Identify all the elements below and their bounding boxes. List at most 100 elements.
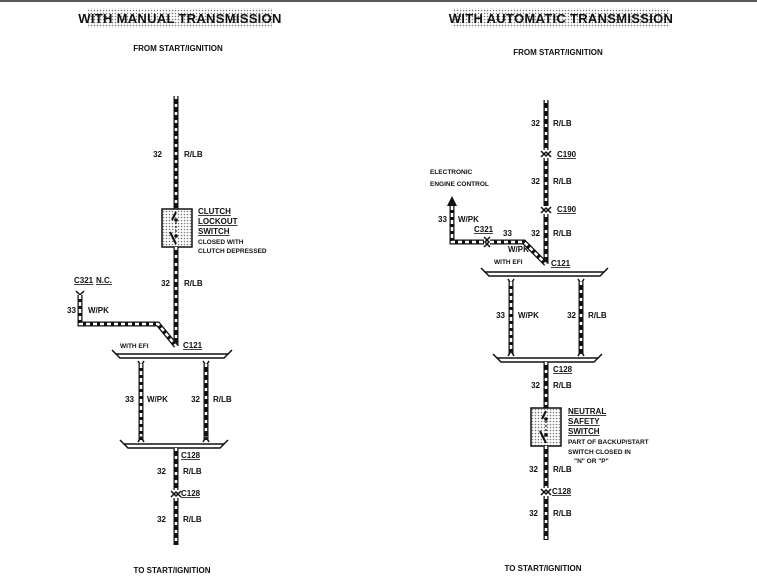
manual-left-loop-arrow-bottom xyxy=(137,435,145,443)
neutral-switch-contact-top xyxy=(541,410,547,420)
neutral-switch-label-1: NEUTRAL xyxy=(568,407,606,416)
neutral-switch-note-3: "N" OR "P" xyxy=(574,458,609,465)
auto-c121-label: C121 xyxy=(551,259,571,268)
manual-right-loop-gauge: 32 xyxy=(191,395,200,404)
clutch-lockout-switch xyxy=(161,208,193,248)
auto-wire-2-color: R/LB xyxy=(553,177,572,186)
auto-c190b-label: C190 xyxy=(557,205,577,214)
auto-wpk-side-color: W/PK xyxy=(458,215,479,224)
neutral-switch-pivot-top xyxy=(544,417,548,421)
auto-wpk-diag-color: W/PK xyxy=(508,245,529,254)
manual-right-loop-arrow-bottom xyxy=(202,435,210,443)
auto-left-loop-gauge: 33 xyxy=(496,311,505,320)
manual-wpk-color: W/PK xyxy=(88,306,109,315)
manual-with-efi: WITH EFI xyxy=(120,343,149,350)
auto-c128a-label: C128 xyxy=(553,365,573,374)
clutch-switch-label-3: SWITCH xyxy=(198,227,230,236)
manual-left-loop-color: W/PK xyxy=(147,395,168,404)
eec-label-1: ELECTRONIC xyxy=(430,169,473,176)
automatic-transmission-circuit: WITH AUTOMATIC TRANSMISSION FROM START/I… xyxy=(430,8,673,573)
auto-left-loop-arrow-bottom xyxy=(507,349,515,357)
clutch-switch-contact-top xyxy=(171,211,177,221)
manual-c121-connector xyxy=(111,349,233,355)
manual-wire-low2-color: R/LB xyxy=(183,515,202,524)
neutral-switch-label-2: SAFETY xyxy=(568,417,600,426)
auto-right-loop-gauge: 32 xyxy=(567,311,576,320)
manual-wire-top-gauge: 32 xyxy=(153,150,162,159)
auto-wire-2-gauge: 32 xyxy=(531,177,540,186)
manual-wire-low1-gauge: 32 xyxy=(157,467,166,476)
auto-wire-6-color: R/LB xyxy=(553,509,572,518)
manual-wire-low1-color: R/LB xyxy=(183,467,202,476)
manual-c121-label: C121 xyxy=(183,341,203,350)
auto-c128b-label: C128 xyxy=(552,487,572,496)
clutch-switch-note-1: CLOSED WITH xyxy=(198,239,244,246)
manual-wire-mid-color: R/LB xyxy=(184,279,203,288)
manual-wire-mid-gauge: 32 xyxy=(161,279,170,288)
neutral-switch-contact-bottom xyxy=(539,430,547,444)
clutch-switch-contact-bottom xyxy=(169,231,177,245)
clutch-switch-pivot-top xyxy=(174,218,178,222)
clutch-switch-label-1: CLUTCH xyxy=(198,207,231,216)
auto-c190b-connector xyxy=(540,206,552,214)
automatic-to-label: TO START/IGNITION xyxy=(504,564,581,573)
manual-left-loop-gauge: 33 xyxy=(125,395,134,404)
manual-transmission-circuit: WITH MANUAL TRANSMISSION FROM START/IGNI… xyxy=(67,8,281,575)
auto-wpk-side-stripe xyxy=(450,206,484,244)
auto-right-loop-color: R/LB xyxy=(588,311,607,320)
clutch-switch-pivot-bottom xyxy=(174,234,178,238)
auto-left-loop-color: W/PK xyxy=(518,311,539,320)
manual-right-loop-color: R/LB xyxy=(213,395,232,404)
neutral-switch-pivot-bottom xyxy=(544,433,548,437)
neutral-switch-label-3: SWITCH xyxy=(568,427,600,436)
auto-wire-4-color: R/LB xyxy=(553,381,572,390)
auto-wpk-diag-gauge: 33 xyxy=(503,229,512,238)
auto-c190a-connector xyxy=(540,150,552,158)
automatic-from-label: FROM START/IGNITION xyxy=(513,48,603,57)
manual-wire-top-color: R/LB xyxy=(184,150,203,159)
manual-wpk-wire-stripe xyxy=(78,295,177,347)
manual-wpk-wire xyxy=(77,295,178,348)
manual-nc-label: N.C. xyxy=(96,276,112,285)
manual-c128a-label: C128 xyxy=(181,451,201,460)
clutch-switch-note-2: CLUTCH DEPRESSED xyxy=(198,248,267,255)
manual-c128b-connector xyxy=(170,490,182,498)
auto-wpk-diag-wire xyxy=(490,239,548,266)
manual-c121-connector-lower xyxy=(115,353,229,359)
manual-title-banner xyxy=(88,8,272,28)
auto-c121-connector-lower xyxy=(484,271,605,277)
auto-wpk-side-wire xyxy=(449,206,484,245)
auto-wire-3-gauge: 32 xyxy=(531,229,540,238)
auto-wire-6-gauge: 32 xyxy=(529,509,538,518)
auto-with-efi: WITH EFI xyxy=(494,259,523,266)
manual-c128-splice xyxy=(119,439,229,445)
auto-wire-1-gauge: 32 xyxy=(531,119,540,128)
manual-c128b-label: C128 xyxy=(181,489,201,498)
auto-wire-4-gauge: 32 xyxy=(531,381,540,390)
neutral-switch-note-1: PART OF BACKUP/START xyxy=(568,439,649,446)
auto-c121-connector xyxy=(480,267,609,273)
automatic-title-banner xyxy=(452,8,670,28)
auto-c321-connector xyxy=(483,236,491,248)
automatic-title: WITH AUTOMATIC TRANSMISSION xyxy=(449,11,674,26)
manual-from-label: FROM START/IGNITION xyxy=(133,44,223,53)
clutch-switch-label-2: LOCKOUT xyxy=(198,217,238,226)
manual-to-label: TO START/IGNITION xyxy=(133,566,210,575)
auto-c128-splice xyxy=(492,353,603,359)
manual-c321-connector xyxy=(75,290,85,297)
auto-wpk-side-gauge: 33 xyxy=(438,215,447,224)
manual-wpk-gauge: 33 xyxy=(67,306,76,315)
auto-c321-label: C321 xyxy=(474,225,494,234)
eec-arrow-icon xyxy=(447,196,457,206)
auto-wire-3-color: R/LB xyxy=(553,229,572,238)
manual-wire-low2-gauge: 32 xyxy=(157,515,166,524)
auto-wire-5-color: R/LB xyxy=(553,465,572,474)
eec-label-2: ENGINE CONTROL xyxy=(430,181,489,188)
auto-c190a-label: C190 xyxy=(557,150,577,159)
manual-title: WITH MANUAL TRANSMISSION xyxy=(78,11,281,26)
auto-wire-5-gauge: 32 xyxy=(529,465,538,474)
auto-wire-1-color: R/LB xyxy=(553,119,572,128)
auto-right-loop-arrow-bottom xyxy=(577,349,585,357)
auto-c128b-connector xyxy=(540,488,552,496)
